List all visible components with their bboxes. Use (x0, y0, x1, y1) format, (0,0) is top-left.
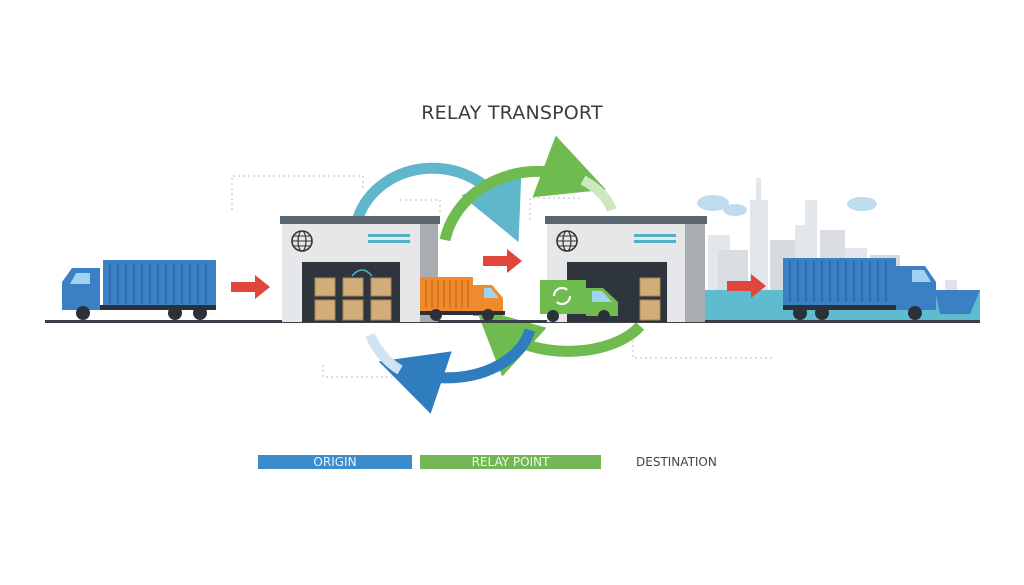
blue-bottom-arc (365, 328, 536, 414)
diagram-title: RELAY TRANSPORT (421, 102, 603, 124)
road (45, 320, 980, 323)
red-arrow-icon (231, 275, 270, 299)
ship-icon (935, 280, 980, 314)
red-arrow-icon (483, 249, 522, 273)
green-bottom-arc (475, 307, 645, 377)
red-arrow-icon (727, 274, 766, 298)
legend-origin: ORIGIN (258, 455, 412, 469)
origin-warehouse (280, 216, 440, 322)
relay-warehouse (545, 216, 707, 322)
blue-top-arc (352, 162, 522, 243)
green-relay-van (540, 280, 618, 322)
blue-container-truck-origin (62, 260, 216, 320)
recycle-swap-icon (552, 286, 572, 306)
legend-relay-point: RELAY POINT (420, 455, 601, 469)
cloud-icon (697, 195, 877, 216)
dotted-guides (231, 175, 775, 378)
legend-destination: DESTINATION (636, 455, 717, 469)
orange-relay-truck (420, 277, 505, 321)
globe-icon (556, 230, 578, 252)
green-top-arc (439, 135, 617, 242)
globe-icon (291, 230, 313, 252)
blue-container-truck-destination (783, 258, 936, 320)
